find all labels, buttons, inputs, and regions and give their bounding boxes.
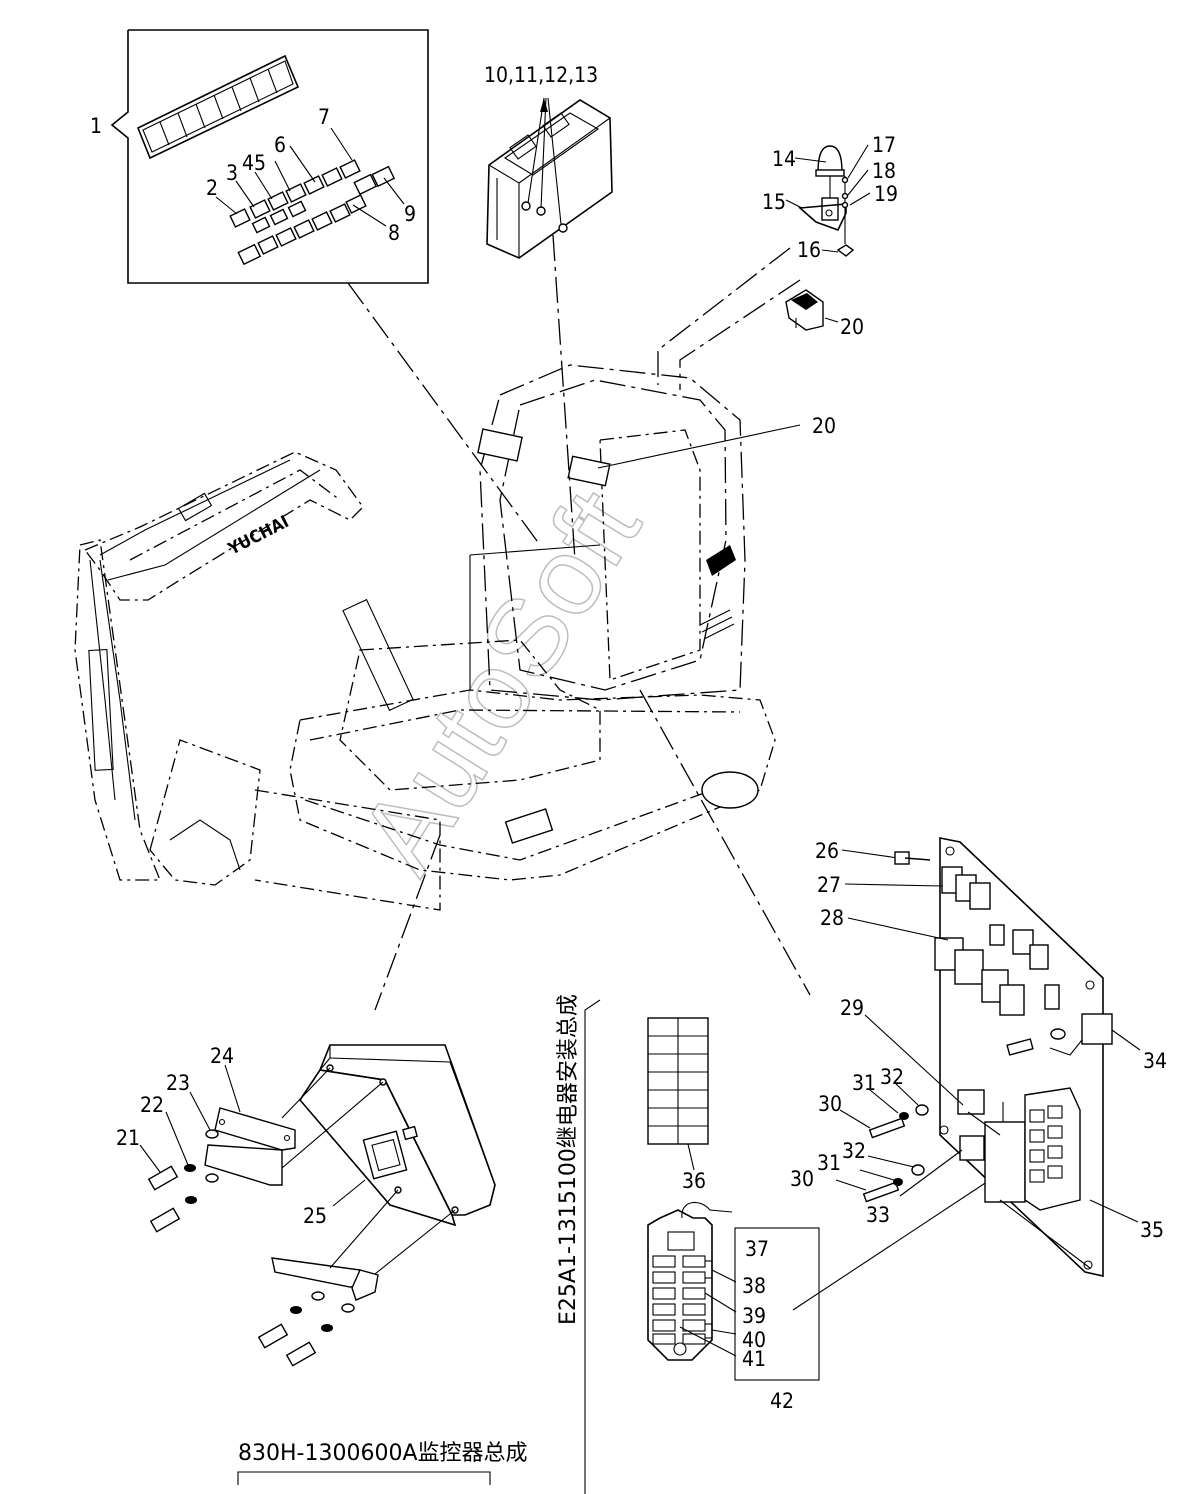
controller-module <box>486 97 613 259</box>
leader-lines <box>347 234 1006 1311</box>
callout-40: 40 <box>742 1328 766 1352</box>
callout-30-b: 30 <box>790 1167 814 1191</box>
callout-41: 41 <box>742 1347 766 1371</box>
callout-35: 35 <box>1140 1218 1164 1242</box>
watermark: AutoSoft <box>336 470 664 893</box>
callout-22: 22 <box>140 1093 164 1117</box>
callout-27: 27 <box>817 873 841 897</box>
callout-37: 37 <box>745 1237 769 1261</box>
monitor-assembly <box>139 1044 496 1485</box>
callout-19: 19 <box>874 182 898 206</box>
callout-30-a: 30 <box>818 1092 842 1116</box>
callout-20-cab: 20 <box>812 414 836 438</box>
callout-17: 17 <box>872 133 896 157</box>
callout-2: 2 <box>206 176 218 200</box>
callout-33: 33 <box>866 1203 890 1227</box>
callout-18: 18 <box>872 159 896 183</box>
callout-16: 16 <box>797 238 821 262</box>
callout-labels: 1 2 3 45 6 7 8 9 10,11,12,13 14 15 16 17… <box>90 63 1167 1413</box>
callout-6: 6 <box>274 133 286 157</box>
callout-15: 15 <box>762 190 786 214</box>
callout-32-b: 32 <box>842 1139 866 1163</box>
callout-10-13: 10,11,12,13 <box>484 63 598 87</box>
callout-28: 28 <box>820 906 844 930</box>
callout-24: 24 <box>210 1044 234 1068</box>
fuse-box-assembly <box>584 999 820 1494</box>
callout-8: 8 <box>388 221 400 245</box>
callout-39: 39 <box>742 1304 766 1328</box>
fuse-box-assembly-title: E25A1-1315100继电器安装总成 <box>556 994 581 1325</box>
callout-20-beacon: 20 <box>840 315 864 339</box>
callout-23: 23 <box>166 1071 190 1095</box>
callout-32-a: 32 <box>880 1065 904 1089</box>
callout-42: 42 <box>770 1389 794 1413</box>
callout-29: 29 <box>840 996 864 1020</box>
callout-14: 14 <box>772 147 796 171</box>
rocker-switches <box>229 159 396 266</box>
callout-31-b: 31 <box>817 1151 841 1175</box>
callout-31-a: 31 <box>852 1071 876 1095</box>
arm-brand: YUCHAI <box>224 512 292 560</box>
callout-7: 7 <box>318 105 330 129</box>
callout-21: 21 <box>116 1126 140 1150</box>
callout-34: 34 <box>1143 1049 1167 1073</box>
monitor-assembly-title: 830H-1300600A监控器总成 <box>238 1441 528 1466</box>
callout-38: 38 <box>742 1274 766 1298</box>
switch-panel-strip <box>136 54 300 160</box>
work-light <box>785 289 839 331</box>
callout-1: 1 <box>90 114 102 138</box>
relay-panel <box>835 837 1141 1277</box>
switch-detail-box <box>110 29 429 284</box>
callout-36: 36 <box>682 1169 706 1193</box>
callout-3: 3 <box>226 161 238 185</box>
callout-25: 25 <box>303 1204 327 1228</box>
beacon-light <box>785 144 871 257</box>
callout-26: 26 <box>815 839 839 863</box>
callout-45: 45 <box>242 151 266 175</box>
callout-9: 9 <box>404 202 416 226</box>
